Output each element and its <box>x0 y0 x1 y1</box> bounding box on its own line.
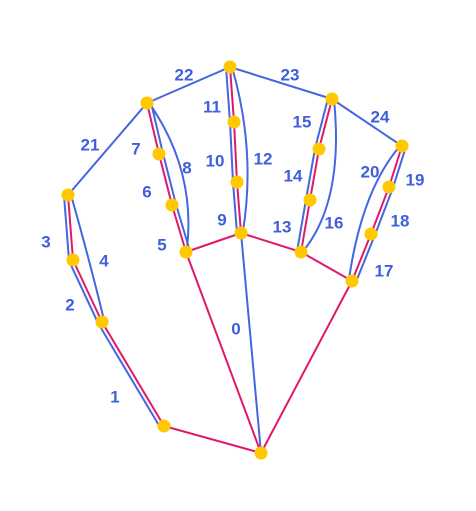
red-edge-10 <box>233 121 238 183</box>
blue-edge-12 <box>231 66 249 232</box>
edge-label-20: 20 <box>361 163 380 182</box>
edge-label-0: 0 <box>231 320 240 339</box>
blue-edge-17 <box>354 234 376 284</box>
red-edge-1 <box>101 321 165 427</box>
keypoint-middle-dip <box>227 115 241 129</box>
red-edge-5 <box>171 204 187 253</box>
red-edge-19 <box>370 186 390 235</box>
keypoint-pinky-pip <box>364 227 378 241</box>
blue-edge-6 <box>161 152 177 206</box>
edge-label-6: 6 <box>142 183 151 202</box>
blue-edge-2 <box>68 260 100 325</box>
blue-edge-24 <box>331 98 403 147</box>
red-edge-20 <box>388 145 403 188</box>
edge-label-10: 10 <box>206 152 225 171</box>
keypoint-index-dip <box>152 147 166 161</box>
keypoint-ring-tip <box>325 92 339 106</box>
blue-edge-23 <box>229 66 333 100</box>
red-edge-0 <box>163 425 262 454</box>
keypoint-pinky-tip <box>395 139 409 153</box>
keypoint-wrist <box>254 446 268 460</box>
keypoint-pinky-mcp <box>345 274 359 288</box>
keypoint-index-pip <box>165 198 179 212</box>
red-edge-14 <box>309 148 320 201</box>
keypoint-ring-pip <box>303 193 317 207</box>
red-edge-15 <box>318 98 333 150</box>
blue-edge-9 <box>232 181 239 235</box>
red-edge-7 <box>146 102 160 155</box>
keypoint-layer <box>61 60 409 460</box>
edge-label-13: 13 <box>273 218 292 237</box>
keypoint-pinky-dip <box>382 180 396 194</box>
edge-label-23: 23 <box>281 66 300 85</box>
keypoint-ring-mcp <box>294 245 308 259</box>
red-edge-17 <box>260 280 353 454</box>
blue-edge-8 <box>148 102 190 250</box>
blue-edge-layer <box>63 66 407 454</box>
blue-edge-3 <box>63 194 71 262</box>
edge-label-18: 18 <box>391 212 410 231</box>
red-edge-13 <box>300 199 311 253</box>
edge-label-14: 14 <box>284 167 303 186</box>
edge-label-4: 4 <box>99 252 109 271</box>
red-edge-8 <box>185 232 242 253</box>
blue-edge-20 <box>348 145 401 280</box>
blue-edge-15 <box>314 96 330 149</box>
red-edge-6 <box>158 153 173 206</box>
blue-edge-22 <box>146 66 231 104</box>
red-edge-18 <box>351 233 372 282</box>
edge-label-1: 1 <box>110 388 119 407</box>
keypoint-index-mcp <box>179 245 193 259</box>
red-edge-4 <box>185 251 262 454</box>
keypoint-middle-mcp <box>234 226 248 240</box>
blue-edge-1 <box>97 323 162 430</box>
edge-label-8: 8 <box>182 159 191 178</box>
keypoint-thumb-tip <box>61 188 75 202</box>
edge-label-11: 11 <box>203 98 221 117</box>
keypoint-index-tip <box>140 96 154 110</box>
keypoint-thumb-mcp <box>95 315 109 329</box>
edge-label-21: 21 <box>81 136 100 155</box>
edge-label-3: 3 <box>41 233 50 252</box>
edge-label-2: 2 <box>65 296 74 315</box>
edge-label-9: 9 <box>217 211 226 230</box>
edge-label-24: 24 <box>371 108 390 127</box>
blue-edge-0 <box>240 232 262 454</box>
keypoint-middle-pip <box>230 175 244 189</box>
edge-label-19: 19 <box>406 171 425 190</box>
blue-edge-7 <box>149 101 164 155</box>
red-edge-3 <box>67 194 74 261</box>
red-edge-12 <box>240 232 302 253</box>
red-edge-11 <box>229 66 235 123</box>
blue-edge-21 <box>67 102 148 196</box>
edge-label-12: 12 <box>254 150 273 169</box>
edge-label-16: 16 <box>325 214 344 233</box>
blue-edge-10 <box>229 121 235 184</box>
blue-edge-18 <box>373 187 394 237</box>
red-edge-layer <box>67 66 403 454</box>
blue-edge-11 <box>225 66 232 124</box>
blue-edge-14 <box>305 147 317 201</box>
edge-label-17: 17 <box>375 262 394 281</box>
edge-label-7: 7 <box>131 140 140 159</box>
blue-edge-16 <box>303 98 337 251</box>
keypoint-thumb-ip <box>66 253 80 267</box>
edge-label-5: 5 <box>157 236 166 255</box>
edge-label-15: 15 <box>293 113 312 132</box>
keypoint-thumb-cmc <box>157 419 171 433</box>
keypoint-ring-dip <box>312 142 326 156</box>
blue-edge-13 <box>296 198 308 253</box>
red-edge-2 <box>72 259 103 323</box>
edge-label-22: 22 <box>175 66 194 85</box>
keypoint-middle-tip <box>223 60 237 74</box>
red-edge-9 <box>236 181 242 234</box>
blue-edge-19 <box>391 146 407 190</box>
red-edge-16 <box>300 251 353 282</box>
blue-edge-4 <box>70 194 105 321</box>
